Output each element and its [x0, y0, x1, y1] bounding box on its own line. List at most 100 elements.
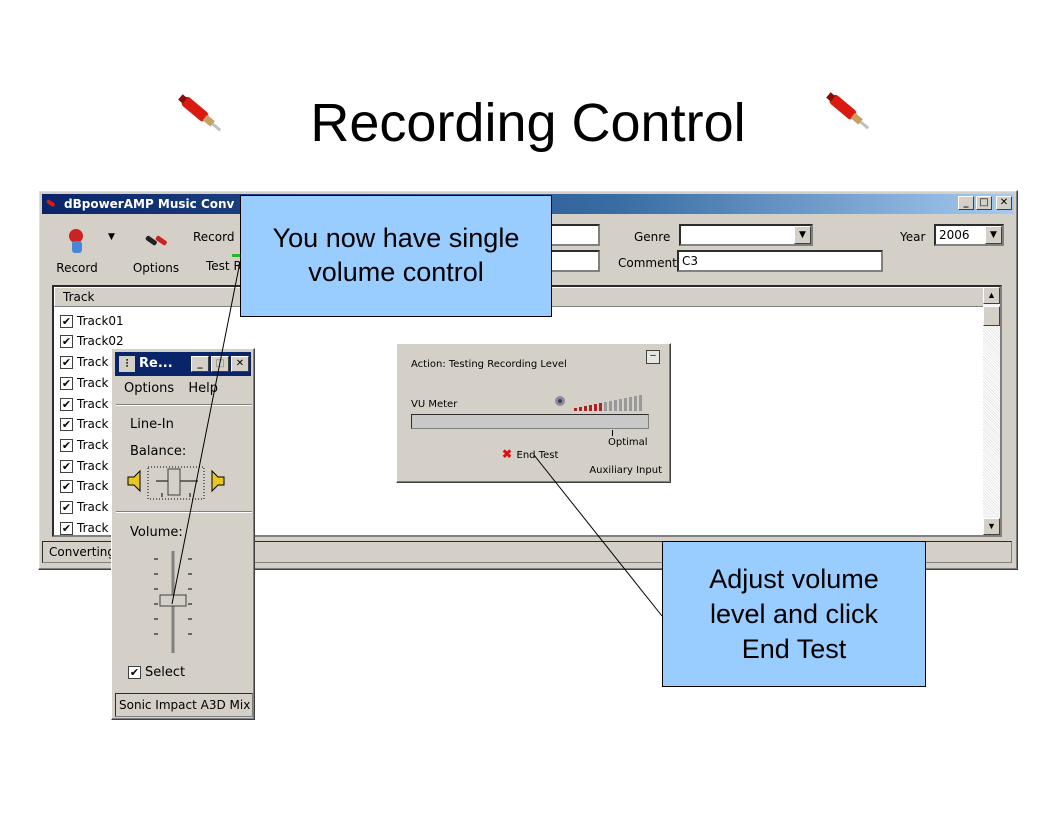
- comment-field[interactable]: C3: [677, 250, 883, 272]
- close-button[interactable]: ✕: [996, 196, 1012, 210]
- vu-level-meter: [574, 395, 642, 411]
- menu-bar: Options Help: [124, 381, 228, 396]
- comment-label: Comment: [618, 256, 677, 270]
- checkbox[interactable]: ✔: [60, 356, 73, 369]
- minimize-button[interactable]: _: [191, 356, 209, 372]
- action-text: Action: Testing Recording Level: [411, 359, 567, 370]
- optimal-label: Optimal: [608, 437, 648, 448]
- rca-plug-icon: [178, 94, 222, 132]
- callout-end-test: Adjust volume level and click End Test: [662, 541, 926, 687]
- scroll-thumb[interactable]: [983, 306, 1000, 326]
- level-indicator: [232, 254, 242, 257]
- volume-slider[interactable]: [148, 549, 198, 659]
- track-name: Track: [77, 438, 109, 452]
- checkbox[interactable]: ✔: [60, 315, 73, 328]
- main-window-title: dBpowerAMP Music Conv: [64, 197, 235, 211]
- callout-line: You now have single: [272, 223, 520, 253]
- recording-control-window: ⫶ Re... _ □ ✕ Options Help Line-In Balan…: [111, 348, 255, 720]
- track-name: Track: [77, 417, 109, 431]
- checkbox[interactable]: ✔: [60, 335, 73, 348]
- record-button-label: Record: [56, 261, 98, 275]
- select-checkbox[interactable]: ✔ Select: [128, 665, 185, 680]
- select-label: Select: [145, 665, 186, 680]
- line-in-label: Line-In: [130, 417, 174, 432]
- checkbox[interactable]: ✔: [60, 418, 73, 431]
- list-item[interactable]: ✔ Track: [60, 435, 108, 455]
- genre-select[interactable]: ▼: [679, 224, 813, 246]
- album-field-partial[interactable]: [548, 250, 600, 272]
- menu-options[interactable]: Options: [124, 381, 175, 396]
- test-dialog: Action: Testing Recording Level – VU Met…: [396, 343, 671, 483]
- list-item[interactable]: ✔ Track: [60, 414, 108, 434]
- scroll-up-icon[interactable]: ▲: [983, 287, 1000, 304]
- list-item[interactable]: ✔Track: [60, 456, 108, 476]
- volume-label: Volume:: [130, 525, 183, 540]
- minimize-button[interactable]: –: [646, 350, 660, 364]
- menu-help[interactable]: Help: [188, 381, 218, 396]
- test-label: Test R: [206, 259, 242, 273]
- record-dropdown-arrow-icon[interactable]: ▼: [108, 232, 115, 242]
- mixer-icon: ⫶: [119, 356, 135, 372]
- optimal-tick: [612, 430, 613, 436]
- recording-control-titlebar: ⫶ Re... _ □ ✕: [115, 352, 251, 376]
- callout-line: volume control: [308, 257, 484, 287]
- checkbox[interactable]: ✔: [60, 377, 73, 390]
- checkbox[interactable]: ✔: [60, 522, 73, 535]
- input-source-label: Auxiliary Input: [589, 465, 662, 476]
- record-button[interactable]: Record: [52, 226, 102, 275]
- genre-label: Genre: [634, 230, 671, 244]
- track-name: Track: [77, 479, 109, 493]
- speaker-icon: [555, 396, 565, 406]
- checkbox[interactable]: ✔: [60, 439, 73, 452]
- checkbox[interactable]: ✔: [60, 480, 73, 493]
- maximize-button[interactable]: □: [211, 356, 229, 372]
- close-icon: ✖: [502, 447, 513, 461]
- list-item[interactable]: ✔Track02: [60, 331, 124, 351]
- end-test-label: End Test: [516, 450, 559, 461]
- close-button[interactable]: ✕: [231, 356, 249, 372]
- track-name: Track: [77, 355, 109, 369]
- callout-line: End Test: [741, 634, 847, 664]
- recording-level-bar: [411, 414, 649, 429]
- minimize-button[interactable]: _: [958, 196, 974, 210]
- vertical-scrollbar[interactable]: ▲ ▼: [983, 287, 1000, 535]
- device-status: Sonic Impact A3D Mix: [115, 693, 253, 717]
- rca-plug-icon: [826, 92, 870, 130]
- checkbox[interactable]: ✔: [60, 398, 73, 411]
- checkbox[interactable]: ✔: [60, 501, 73, 514]
- list-item[interactable]: ✔ Track: [60, 352, 108, 372]
- track-name: Track: [77, 376, 109, 390]
- list-item[interactable]: ✔ Track: [60, 518, 108, 538]
- recording-control-title: Re...: [139, 356, 173, 371]
- separator: [116, 404, 252, 406]
- options-icon: [145, 235, 167, 246]
- callout-line: level and click: [709, 599, 879, 629]
- track-name: Track01: [77, 314, 124, 328]
- track-name: Track: [77, 397, 109, 411]
- list-item[interactable]: ✔ Track: [60, 373, 108, 393]
- maximize-button[interactable]: □: [976, 196, 992, 210]
- status-bar: Converting: [42, 541, 1012, 563]
- list-item[interactable]: ✔ Track: [60, 476, 108, 496]
- end-test-button[interactable]: ✖ End Test: [502, 445, 558, 463]
- year-select[interactable]: 2006 ▼: [934, 224, 1004, 246]
- track-name: Track: [77, 521, 109, 535]
- list-item[interactable]: ✔Track: [60, 497, 108, 517]
- year-label: Year: [900, 230, 926, 244]
- list-item[interactable]: ✔ Track: [60, 394, 108, 414]
- list-item[interactable]: ✔ Track01: [60, 311, 124, 331]
- record-icon: [69, 229, 83, 253]
- balance-slider[interactable]: [126, 463, 226, 503]
- callout-single-volume: You now have single volume control: [240, 195, 552, 317]
- separator: [116, 511, 252, 513]
- vu-meter-label: VU Meter: [411, 399, 458, 410]
- chevron-down-icon[interactable]: ▼: [985, 226, 1002, 244]
- scroll-down-icon[interactable]: ▼: [983, 518, 1000, 535]
- checkbox[interactable]: ✔: [128, 666, 141, 679]
- options-button[interactable]: Options: [128, 226, 184, 275]
- balance-label: Balance:: [130, 444, 187, 459]
- checkbox[interactable]: ✔: [60, 460, 73, 473]
- chevron-down-icon[interactable]: ▼: [794, 226, 811, 244]
- year-value: 2006: [939, 228, 970, 242]
- title-field-partial[interactable]: [548, 224, 600, 246]
